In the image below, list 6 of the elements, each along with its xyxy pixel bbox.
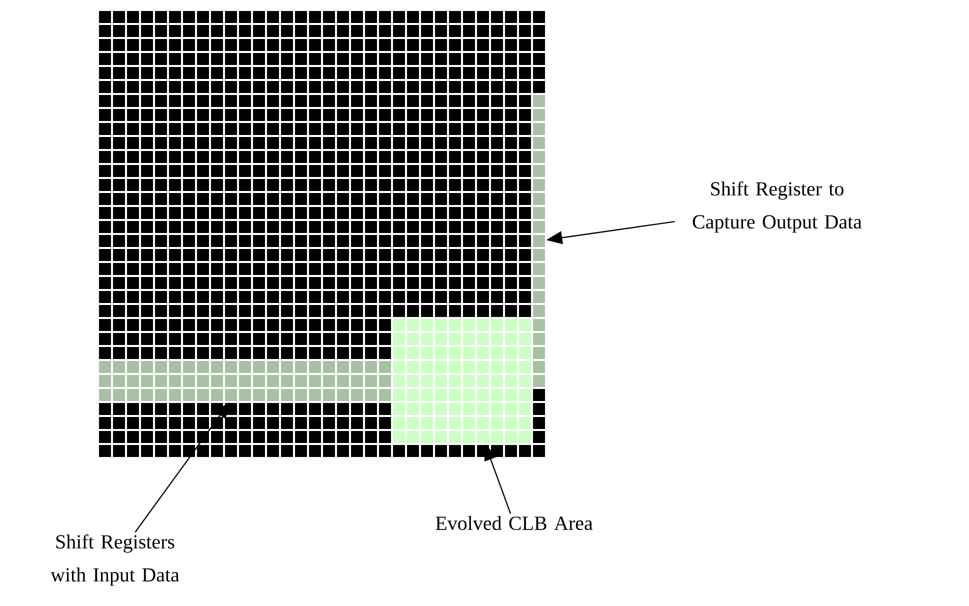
register-area: [393, 319, 531, 443]
register-area: [533, 95, 545, 387]
callout-text: Shift Register to Capture Output Data: [692, 181, 862, 233]
register-area: [99, 361, 391, 401]
callout-text: Evolved CLB Area: [436, 516, 593, 530]
callout-text: Shift Registers with Input Data: [50, 534, 180, 586]
